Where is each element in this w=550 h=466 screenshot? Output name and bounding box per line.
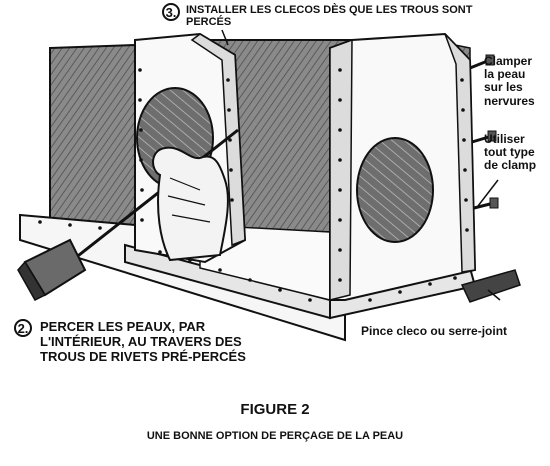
rivet-holes	[38, 68, 469, 302]
right-rib	[329, 32, 477, 301]
step-2-badge: 2.	[14, 319, 32, 337]
step-3-badge: 3.	[162, 3, 180, 21]
cleco-pliers-callout: Pince cleco ou serre-joint	[361, 324, 508, 338]
any-clamp-callout: Utiliser tout type de clamp	[484, 132, 537, 173]
drill-and-hand	[17, 128, 239, 301]
step-2-number: 2.	[17, 320, 29, 336]
figure-label: FIGURE 2	[240, 401, 310, 418]
step-3-caption: INSTALLER LES CLECOS DÈS QUE LES TROUS S…	[186, 4, 473, 29]
step-3-number: 3.	[165, 4, 177, 20]
step-2-caption: PERCER LES PEAUX, PAR L'INTÉRIEUR, AU TR…	[40, 319, 246, 364]
base-flange	[19, 213, 477, 342]
clamp-skin-callout: Clamper la peau sur les nervures	[484, 54, 535, 108]
leader-lines	[221, 29, 501, 301]
figure-title: UNE BONNE OPTION DE PERÇAGE DE LA PEAU	[146, 430, 404, 442]
